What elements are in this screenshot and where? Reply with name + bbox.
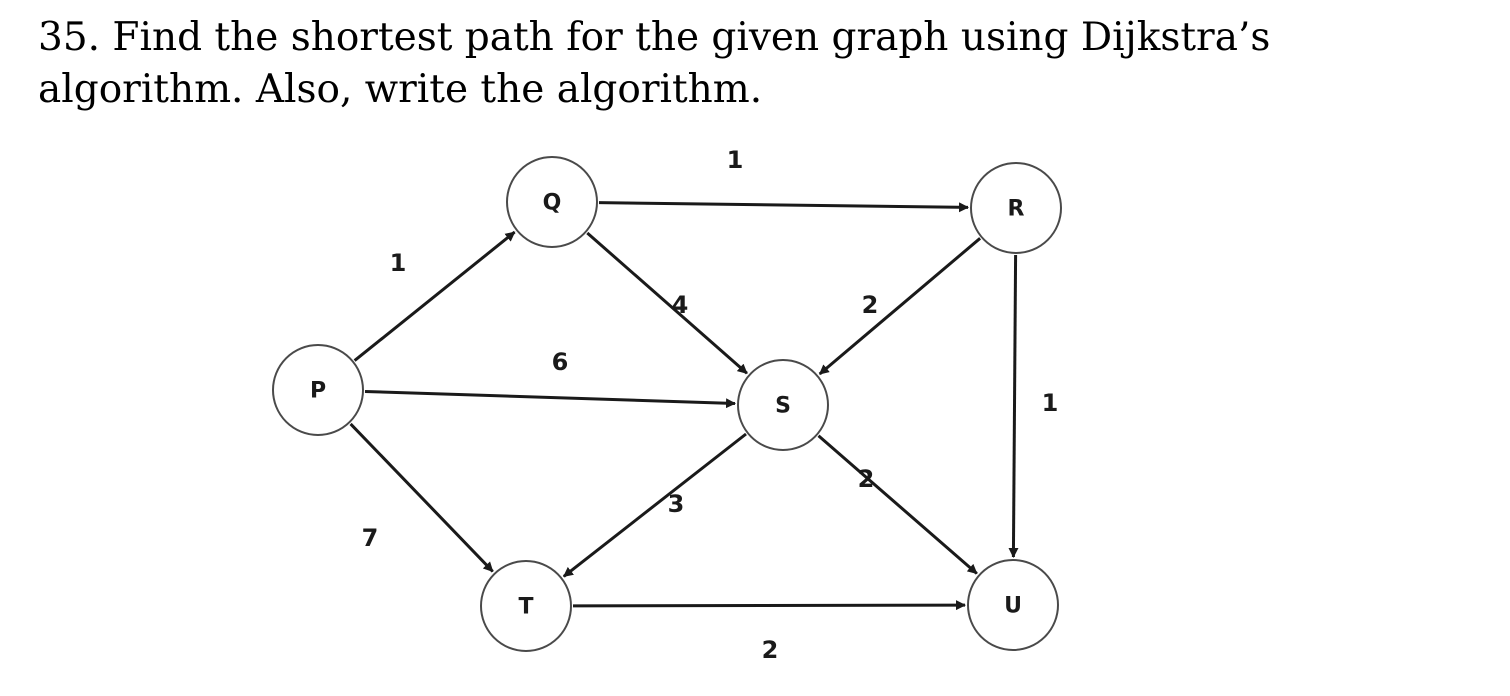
edge-arrow xyxy=(562,432,747,578)
edge-arrow xyxy=(349,422,494,573)
node-q: Q xyxy=(506,156,598,248)
node-s: S xyxy=(737,359,829,451)
edge-r-u: 1 xyxy=(1008,254,1059,558)
node-circle xyxy=(480,560,572,652)
edge-s-u: 2 xyxy=(817,434,978,575)
edge-p-t: 7 xyxy=(349,422,494,573)
edge-weight-label: 7 xyxy=(362,524,379,552)
edge-t-u: 2 xyxy=(572,600,966,664)
node-circle xyxy=(506,156,598,248)
question-text: 35. Find the shortest path for the given… xyxy=(38,15,1271,112)
node-label: U xyxy=(1004,594,1022,619)
edge-weight-label: 1 xyxy=(390,249,407,277)
node-p: P xyxy=(272,344,364,436)
edge-weight-label: 2 xyxy=(858,465,875,493)
node-circle xyxy=(272,344,364,436)
edge-weight-label: 1 xyxy=(727,146,744,174)
edge-arrow xyxy=(572,600,966,611)
node-r: R xyxy=(970,162,1062,254)
edge-arrow xyxy=(586,231,748,375)
edge-weight-label: 2 xyxy=(862,291,879,319)
edge-p-s: 6 xyxy=(364,348,736,409)
node-u: U xyxy=(967,559,1059,651)
edge-weight-label: 4 xyxy=(672,291,689,319)
edge-arrow xyxy=(1008,254,1019,558)
nodes-layer: P Q R S T U xyxy=(272,156,1062,652)
node-label: T xyxy=(518,595,533,620)
edge-p-q: 1 xyxy=(353,230,516,362)
edge-weight-label: 6 xyxy=(552,348,569,376)
edge-weight-label: 3 xyxy=(668,490,685,518)
node-label: P xyxy=(310,379,326,404)
node-label: Q xyxy=(543,191,562,216)
node-t: T xyxy=(480,560,572,652)
edge-weight-label: 1 xyxy=(1042,389,1059,417)
edge-weight-label: 2 xyxy=(762,636,779,664)
edge-arrow xyxy=(818,237,982,376)
edge-s-t: 3 xyxy=(562,432,747,578)
node-circle xyxy=(967,559,1059,651)
node-label: S xyxy=(775,394,791,419)
node-circle xyxy=(970,162,1062,254)
edge-q-r: 1 xyxy=(598,146,969,213)
edge-r-s: 2 xyxy=(818,237,982,376)
edge-arrow xyxy=(353,230,516,362)
edges-layer: 1 6 7 1 4 2 1 3 2 2 xyxy=(349,146,1059,664)
edge-q-s: 4 xyxy=(586,231,748,375)
edge-arrow xyxy=(364,390,736,409)
node-label: R xyxy=(1008,197,1025,222)
node-circle xyxy=(737,359,829,451)
edge-arrow xyxy=(598,201,969,213)
edge-arrow xyxy=(817,434,978,575)
